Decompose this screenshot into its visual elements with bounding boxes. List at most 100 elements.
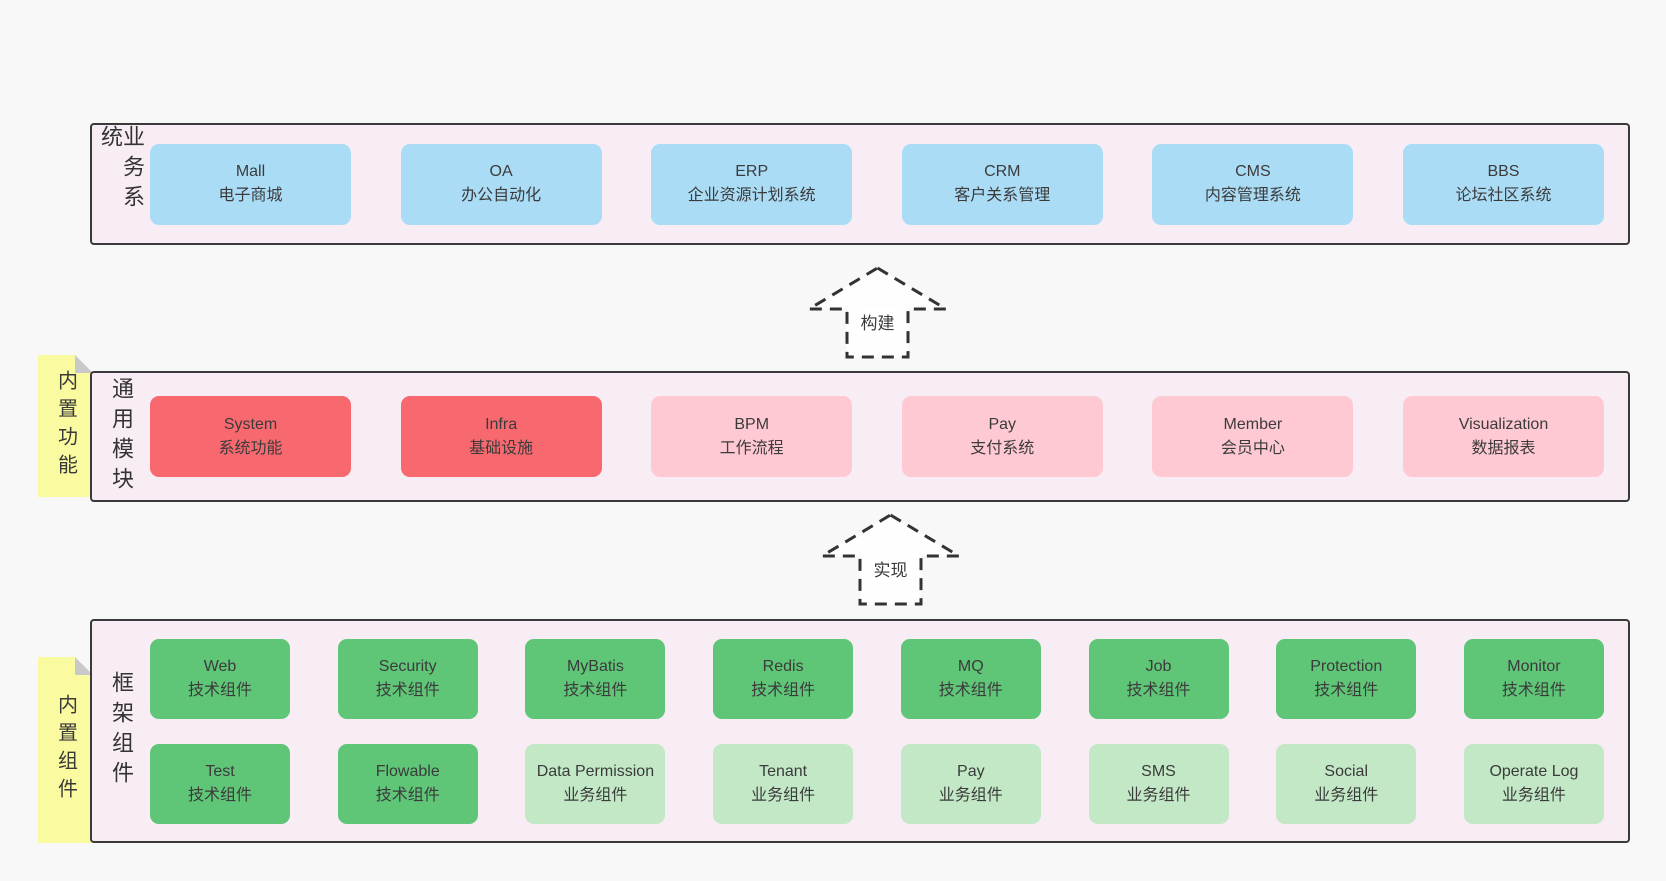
box-title: Member [1223, 415, 1283, 433]
box-cms: CMS 内容管理系统 [1152, 143, 1354, 225]
box-redis: Redis 技术组件 [713, 638, 854, 719]
box-title: Flowable [375, 762, 440, 780]
band-content: Mall 电子商城 OA 办公自动化 ERP 企业资源计划系统 CRM 客户关系… [150, 125, 1628, 243]
box-subtitle: 业务组件 [751, 786, 816, 804]
box-job: Job 技术组件 [1088, 638, 1229, 719]
box-title: Pay [957, 762, 985, 780]
box-subtitle: 技术组件 [938, 681, 1003, 699]
arrow-implement: 实现 [818, 511, 963, 608]
box-pay-component: Pay 业务组件 [900, 743, 1041, 824]
box-mybatis: MyBatis 技术组件 [525, 638, 666, 719]
box-bpm: BPM 工作流程 [651, 396, 853, 477]
box-subtitle: 技术组件 [187, 681, 252, 699]
component-row-2: Test 技术组件 Flowable 技术组件 Data Permission … [150, 743, 1604, 824]
box-title: Data Permission [536, 762, 655, 780]
box-title: BBS [1487, 163, 1520, 180]
box-subtitle: 支付系统 [970, 439, 1035, 457]
box-bbs: BBS 论坛社区系统 [1402, 143, 1604, 225]
box-title: Monitor [1507, 657, 1561, 675]
box-title: Test [205, 762, 235, 780]
band-label: 业务系统 [92, 125, 150, 243]
box-subtitle: 业务组件 [1501, 786, 1566, 804]
box-title: Operate Log [1489, 762, 1579, 780]
box-subtitle: 技术组件 [1126, 681, 1191, 699]
box-title: SMS [1141, 762, 1176, 780]
box-subtitle: 业务组件 [1126, 786, 1191, 804]
box-crm: CRM 客户关系管理 [901, 143, 1103, 225]
box-subtitle: 业务组件 [1314, 786, 1379, 804]
box-sms: SMS 业务组件 [1088, 743, 1229, 824]
box-mall: Mall 电子商城 [150, 143, 351, 225]
box-subtitle: 业务组件 [938, 786, 1003, 804]
box-monitor: Monitor 技术组件 [1463, 638, 1604, 719]
box-title: CMS [1235, 163, 1271, 180]
box-title: Redis [762, 657, 804, 675]
box-test: Test 技术组件 [150, 743, 290, 824]
box-subtitle: 技术组件 [751, 681, 816, 699]
box-title: CRM [984, 163, 1021, 180]
box-subtitle: 企业资源计划系统 [687, 187, 816, 204]
box-title: System [223, 415, 278, 433]
box-social: Social 业务组件 [1276, 743, 1417, 824]
box-pay: Pay 支付系统 [901, 396, 1103, 477]
band-label-text: 框架组件 [109, 671, 134, 791]
box-data-permission: Data Permission 业务组件 [525, 743, 666, 824]
box-infra: Infra 基础设施 [400, 396, 602, 477]
arrow-build: 构建 [805, 264, 950, 361]
box-subtitle: 业务组件 [563, 786, 628, 804]
box-subtitle: 系统功能 [218, 439, 283, 457]
box-mq: MQ 技术组件 [900, 638, 1041, 719]
box-subtitle: 基础设施 [469, 439, 534, 457]
sticky-note-built-in-components: 内置组件 [38, 657, 93, 843]
box-tenant: Tenant 业务组件 [713, 743, 854, 824]
box-security: Security 技术组件 [337, 638, 478, 719]
band-framework-components: 框架组件 Web 技术组件 Security 技术组件 MyBatis 技术组件… [90, 619, 1630, 843]
arrow-label: 构建 [857, 308, 898, 335]
box-web: Web 技术组件 [150, 638, 290, 719]
box-title: MQ [957, 657, 984, 675]
box-subtitle: 办公自动化 [461, 187, 542, 204]
box-subtitle: 工作流程 [719, 439, 784, 457]
box-protection: Protection 技术组件 [1276, 638, 1417, 719]
band-label-text: 业务系统 [98, 125, 145, 215]
band-content: System 系统功能 Infra 基础设施 BPM 工作流程 Pay 支付系统… [150, 373, 1628, 500]
box-title: Mall [235, 163, 266, 180]
box-member: Member 会员中心 [1152, 396, 1354, 477]
box-flowable: Flowable 技术组件 [337, 743, 478, 824]
band-common-modules: 通用模块 System 系统功能 Infra 基础设施 BPM 工作流程 Pay… [90, 371, 1630, 502]
box-subtitle: 会员中心 [1220, 439, 1285, 457]
note-fold-corner [75, 657, 93, 675]
component-row-1: Web 技术组件 Security 技术组件 MyBatis 技术组件 Redi… [150, 638, 1604, 719]
band-label-text: 通用模块 [109, 376, 134, 497]
arrow-label: 实现 [870, 555, 911, 582]
box-subtitle: 数据报表 [1471, 439, 1536, 457]
box-operate-log: Operate Log 业务组件 [1463, 743, 1604, 824]
box-visualization: Visualization 数据报表 [1402, 396, 1604, 477]
box-title: Security [378, 657, 437, 675]
box-title: Visualization [1458, 415, 1549, 433]
box-title: Tenant [759, 762, 808, 780]
sticky-note-label: 内置组件 [54, 694, 77, 806]
box-title: Job [1145, 657, 1172, 675]
sticky-note-label: 内置功能 [54, 370, 77, 482]
box-title: Pay [988, 415, 1017, 433]
box-erp: ERP 企业资源计划系统 [651, 143, 853, 225]
box-subtitle: 内容管理系统 [1204, 187, 1301, 204]
band-content: Web 技术组件 Security 技术组件 MyBatis 技术组件 Redi… [150, 621, 1628, 841]
box-subtitle: 电子商城 [218, 187, 283, 204]
box-subtitle: 技术组件 [563, 681, 628, 699]
box-subtitle: 技术组件 [375, 681, 440, 699]
sticky-note-built-in-features: 内置功能 [38, 355, 93, 497]
box-title: OA [489, 163, 513, 180]
band-business-systems: 业务系统 Mall 电子商城 OA 办公自动化 ERP 企业资源计划系统 CRM… [90, 123, 1630, 245]
box-subtitle: 论坛社区系统 [1455, 187, 1552, 204]
band-label: 框架组件 [92, 621, 150, 841]
box-subtitle: 技术组件 [1501, 681, 1566, 699]
box-title: MyBatis [566, 657, 624, 675]
box-title: ERP [735, 163, 769, 180]
box-title: Protection [1310, 657, 1383, 675]
box-title: BPM [734, 415, 770, 433]
box-title: Web [203, 657, 237, 675]
box-subtitle: 技术组件 [187, 786, 252, 804]
box-subtitle: 技术组件 [375, 786, 440, 804]
